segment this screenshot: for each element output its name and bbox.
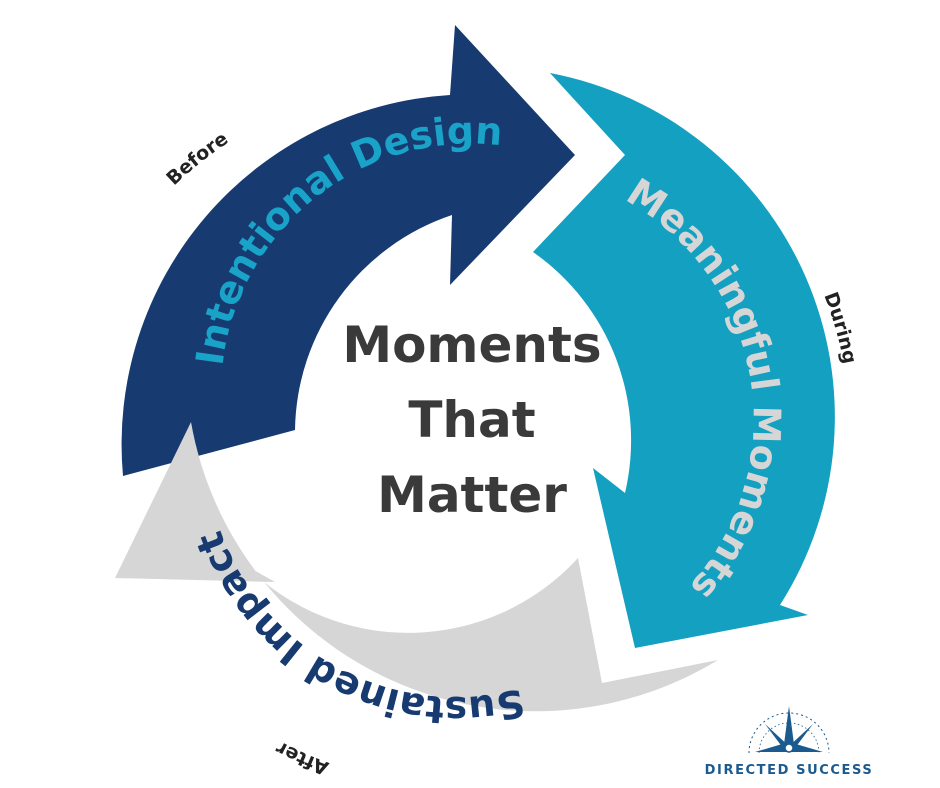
center-line-1: Moments xyxy=(342,316,601,374)
directed-success-logo: DIRECTED SUCCESS xyxy=(705,706,874,778)
center-line-3: Matter xyxy=(377,466,567,524)
arrow-intentional-design xyxy=(121,25,575,476)
arrow-meaningful-moments xyxy=(533,73,835,648)
phase-after: After xyxy=(272,736,332,779)
logo-text: DIRECTED SUCCESS xyxy=(705,763,874,778)
center-title: Moments That Matter xyxy=(342,316,601,524)
arrow-sustained-impact xyxy=(115,422,718,712)
compass-star-icon xyxy=(748,706,830,754)
phase-before: Before xyxy=(162,128,232,190)
center-line-2: That xyxy=(408,391,535,449)
